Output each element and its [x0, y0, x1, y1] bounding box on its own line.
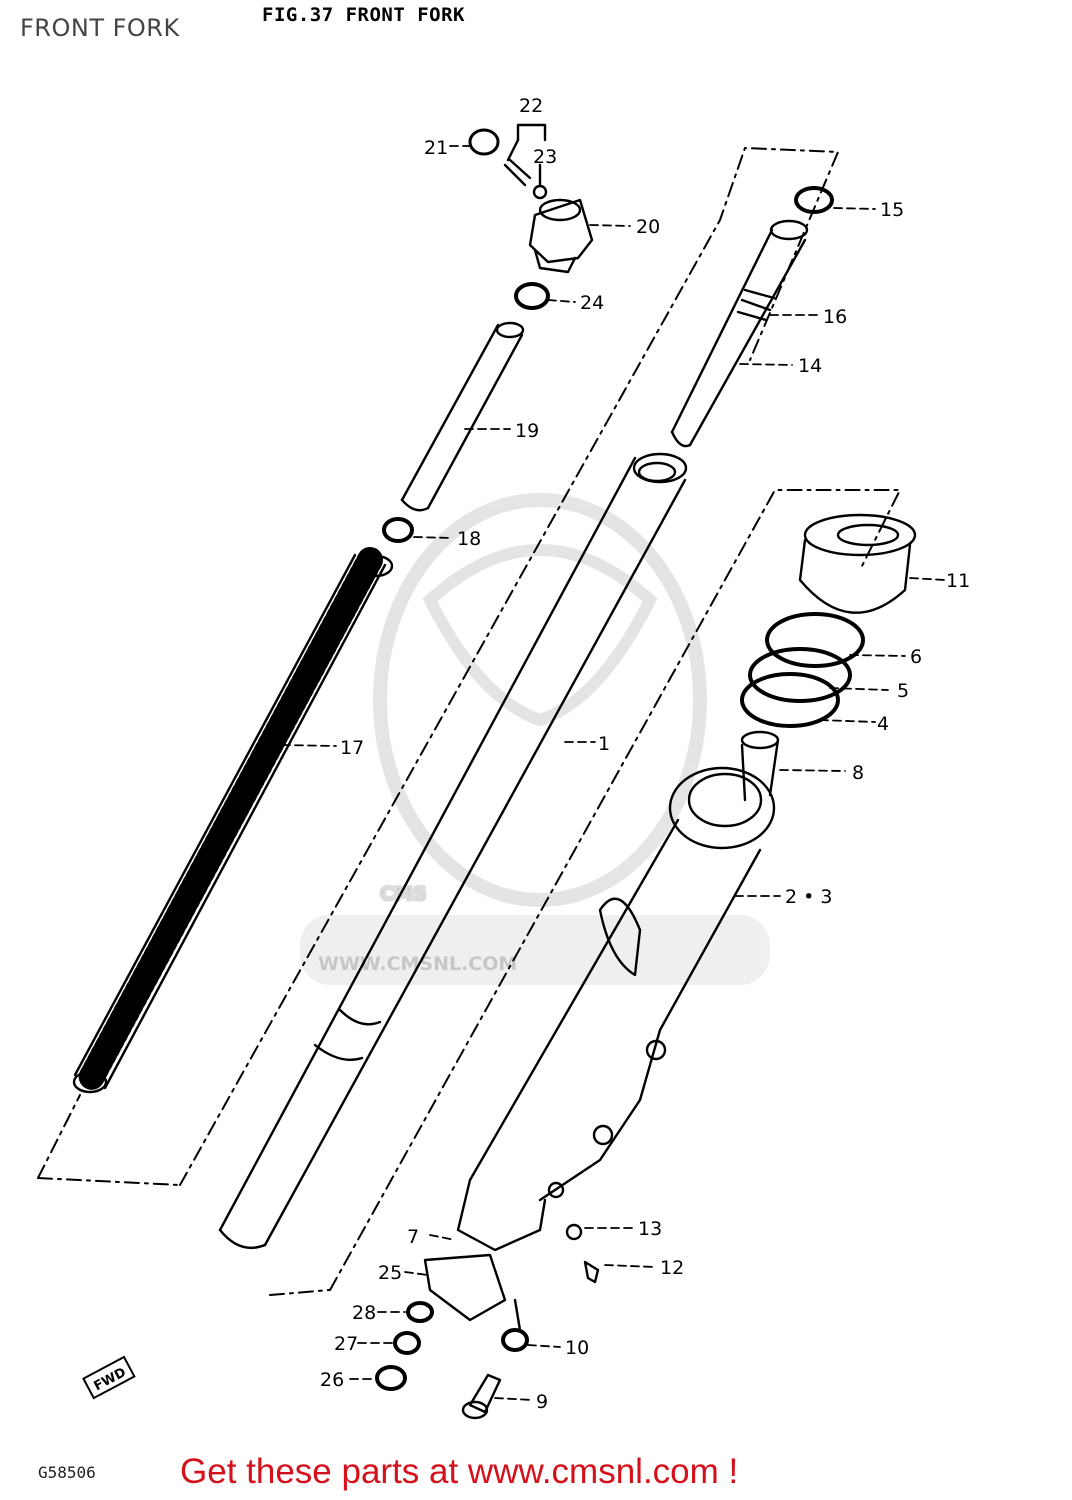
cap-bolt	[528, 198, 594, 274]
outer-tube	[456, 766, 776, 1252]
callout-10: 10	[565, 1337, 589, 1359]
callout-21: 21	[424, 137, 448, 159]
callout-22: 22	[519, 95, 543, 117]
inner-tube	[218, 452, 688, 1250]
callout-9: 9	[536, 1391, 548, 1413]
callout-18: 18	[457, 528, 481, 550]
watermark-url: WWW.CMSNL.COM	[318, 953, 517, 975]
callout-4: 4	[877, 713, 889, 735]
page-title: FRONT FORK	[20, 14, 180, 42]
fork-spring	[72, 547, 394, 1094]
callout-6: 6	[910, 646, 922, 668]
callout-labels: 1 2 • 3 4 5 6 7 8 9 10 11 12 13 14 15 16…	[320, 95, 970, 1413]
damper-rod	[670, 219, 809, 448]
dust-cover	[798, 513, 917, 614]
fwd-direction-tag: FWD	[82, 1355, 136, 1400]
callout-8: 8	[852, 762, 864, 784]
callout-11: 11	[946, 570, 970, 592]
callout-2-3: 2 • 3	[785, 886, 832, 908]
callout-25: 25	[378, 1262, 402, 1284]
callout-12: 12	[660, 1257, 684, 1279]
callout-19: 19	[515, 420, 539, 442]
spacer-tube	[400, 321, 525, 512]
callout-14: 14	[798, 355, 822, 377]
oil-lock-piece	[740, 730, 780, 802]
footer-cta-link[interactable]: Get these parts at www.cmsnl.com !	[180, 1452, 739, 1491]
callout-5: 5	[897, 680, 909, 702]
diagram-code: G58506	[38, 1463, 96, 1482]
callout-20: 20	[636, 216, 660, 238]
watermark-brand: CMS	[380, 883, 427, 905]
callout-16: 16	[823, 306, 847, 328]
callout-17: 17	[340, 737, 364, 759]
callout-24: 24	[580, 292, 604, 314]
callout-26: 26	[320, 1369, 344, 1391]
callout-23: 23	[533, 146, 557, 168]
callout-7: 7	[407, 1226, 419, 1248]
callout-13: 13	[638, 1218, 662, 1240]
figure-title: FIG.37 FRONT FORK	[262, 4, 465, 26]
callout-1: 1	[598, 733, 610, 755]
callout-27: 27	[334, 1333, 358, 1355]
callout-15: 15	[880, 199, 904, 221]
callout-28: 28	[352, 1302, 376, 1324]
